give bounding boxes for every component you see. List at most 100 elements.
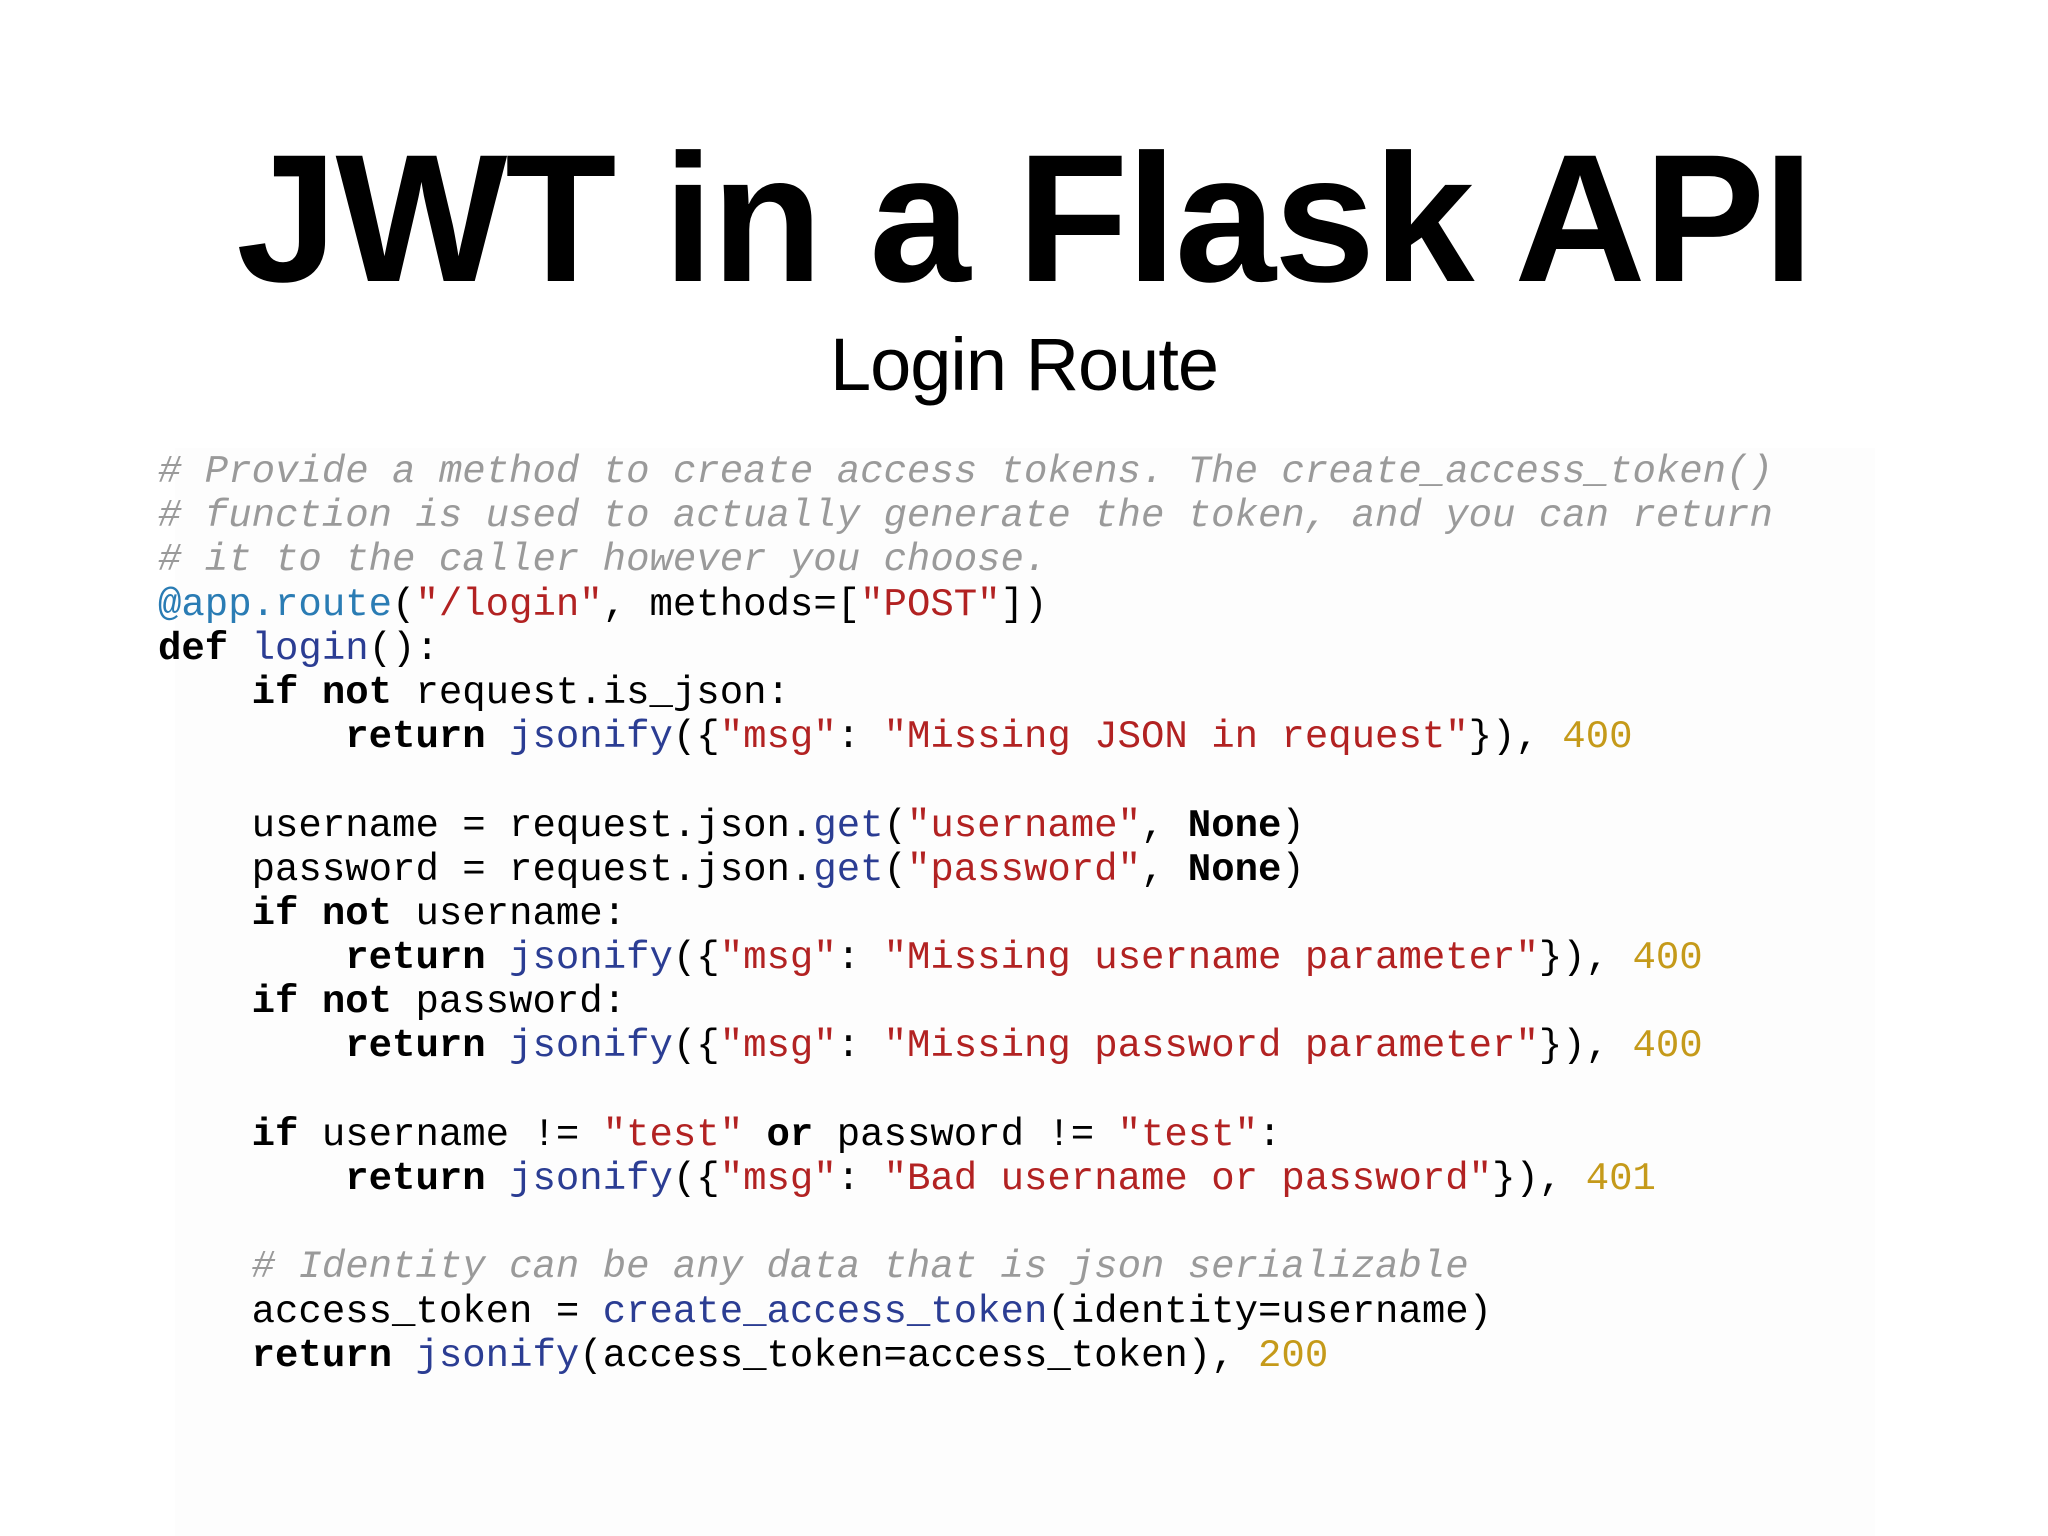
code-line xyxy=(158,759,1773,803)
code-token-function-name: get xyxy=(813,847,884,892)
code-token-number: 400 xyxy=(1632,1024,1703,1069)
code-line: return jsonify({"msg": "Missing username… xyxy=(158,936,1773,980)
code-line: return jsonify({"msg": "Bad username or … xyxy=(158,1157,1773,1201)
code-line: return jsonify({"msg": "Missing password… xyxy=(158,1024,1773,1068)
code-token-code-text xyxy=(158,671,252,715)
code-token-code-text: username != xyxy=(298,1112,603,1157)
code-token-code-text xyxy=(392,1334,415,1378)
code-token-string: "POST" xyxy=(860,582,1001,627)
code-token-code-text: ) xyxy=(1281,803,1305,848)
code-token-code-text: : xyxy=(836,936,884,981)
code-panel-background xyxy=(175,448,1875,1536)
code-token-keyword: def xyxy=(158,626,229,671)
code-token-string: "Bad username or password" xyxy=(883,1157,1493,1201)
code-line: if username != "test" or password != "te… xyxy=(158,1113,1773,1157)
code-token-code-text xyxy=(486,715,509,759)
code-token-keyword: return xyxy=(345,1157,486,1201)
code-token-string: "test" xyxy=(602,1112,744,1157)
code-token-comment: # Identity can be any data that is json … xyxy=(251,1245,1469,1290)
code-token-code-text xyxy=(158,1024,345,1068)
code-token-code-text: , methods=[ xyxy=(602,582,861,627)
code-line: return jsonify(access_token=access_token… xyxy=(158,1334,1773,1378)
code-token-function-name: jsonify xyxy=(509,1024,673,1069)
code-token-string: "msg" xyxy=(719,715,837,760)
code-token-function-name: get xyxy=(813,803,884,848)
code-line: if not password: xyxy=(158,980,1773,1024)
code-token-string: "password" xyxy=(906,847,1141,892)
code-token-keyword: if not xyxy=(251,980,393,1025)
code-token-code-text xyxy=(158,715,345,759)
code-token-decorator: @app.route xyxy=(158,582,393,627)
code-token-keyword: if not xyxy=(251,670,393,715)
code-token-string: "msg" xyxy=(719,936,837,981)
code-token-number: 401 xyxy=(1585,1157,1656,1201)
code-token-keyword: if not xyxy=(251,891,393,936)
code-token-string: "Missing username parameter" xyxy=(883,936,1539,981)
code-token-code-text: , xyxy=(1140,803,1188,848)
code-token-code-text: username: xyxy=(392,891,627,936)
code-line: return jsonify({"msg": "Missing JSON in … xyxy=(158,715,1773,759)
code-token-code-text: ( xyxy=(883,803,907,848)
code-token-code-text: : xyxy=(1258,1112,1282,1157)
code-token-code-text: ({ xyxy=(672,1157,720,1201)
code-token-code-text xyxy=(158,1334,252,1378)
code-token-comment: # it to the caller however you choose. xyxy=(158,538,1048,583)
code-token-code-text: ) xyxy=(1281,847,1305,892)
code-line: # function is used to actually generate … xyxy=(158,494,1773,538)
code-token-code-text: }), xyxy=(1538,1024,1633,1069)
code-token-code-text: password = request.json. xyxy=(158,847,814,892)
code-token-code-text: ({ xyxy=(672,1024,720,1069)
code-line: if not request.is_json: xyxy=(158,671,1773,715)
code-token-code-text xyxy=(158,1113,252,1157)
code-token-code-text: : xyxy=(836,715,884,760)
code-token-code-text: : xyxy=(836,1024,884,1069)
code-token-function-name: jsonify xyxy=(509,936,673,981)
code-token-code-text: }), xyxy=(1538,936,1633,981)
code-token-code-text xyxy=(158,892,252,936)
code-token-keyword: or xyxy=(766,1112,814,1157)
code-token-keyword: return xyxy=(251,1333,393,1378)
code-token-code-text xyxy=(743,1113,766,1157)
code-token-code-text: ( xyxy=(883,847,907,892)
code-token-code-text: (access_token=access_token), xyxy=(579,1333,1259,1378)
code-line: access_token = create_access_token(ident… xyxy=(158,1290,1773,1334)
code-token-code-text: , xyxy=(1140,847,1188,892)
code-token-string: "/login" xyxy=(415,582,603,627)
code-token-string: "username" xyxy=(906,803,1141,848)
code-line: # Identity can be any data that is json … xyxy=(158,1245,1773,1289)
code-token-code-text xyxy=(486,936,509,980)
code-line: username = request.json.get("username", … xyxy=(158,804,1773,848)
code-token-code-text: (identity=username) xyxy=(1047,1289,1493,1334)
code-token-keyword: return xyxy=(345,936,486,981)
code-line xyxy=(158,1069,1773,1113)
code-token-code-text xyxy=(158,1245,252,1289)
code-token-code-text xyxy=(158,980,252,1024)
code-token-function-name: jsonify xyxy=(415,1333,580,1378)
code-token-string: "msg" xyxy=(719,1157,837,1201)
code-token-string: "Missing password parameter" xyxy=(883,1024,1539,1069)
code-token-keyword: None xyxy=(1187,803,1282,848)
code-token-code-text: access_token = xyxy=(158,1289,603,1334)
code-line: password = request.json.get("password", … xyxy=(158,848,1773,892)
code-line: # Provide a method to create access toke… xyxy=(158,450,1773,494)
code-token-code-text xyxy=(486,1024,509,1068)
code-token-code-text xyxy=(158,1157,345,1201)
code-token-code-text xyxy=(158,936,345,980)
code-token-code-text: username = request.json. xyxy=(158,803,814,848)
code-token-code-text: password: xyxy=(392,980,627,1025)
code-token-keyword: return xyxy=(345,715,486,760)
code-token-string: "Missing JSON in request" xyxy=(883,715,1469,760)
code-token-code-text xyxy=(228,627,251,671)
slide-title: JWT in a Flask API xyxy=(236,116,1813,320)
code-line: # it to the caller however you choose. xyxy=(158,538,1773,582)
code-token-code-text: password != xyxy=(813,1112,1118,1157)
code-token-keyword: return xyxy=(345,1024,486,1069)
code-token-code-text: request.is_json: xyxy=(392,670,790,715)
code-token-code-text: ({ xyxy=(672,715,720,760)
code-token-function-name: login xyxy=(251,626,369,671)
code-token-number: 200 xyxy=(1258,1333,1329,1378)
code-token-code-text: ]) xyxy=(1000,582,1048,627)
code-token-number: 400 xyxy=(1562,715,1633,760)
code-block: # Provide a method to create access toke… xyxy=(158,450,1773,1378)
